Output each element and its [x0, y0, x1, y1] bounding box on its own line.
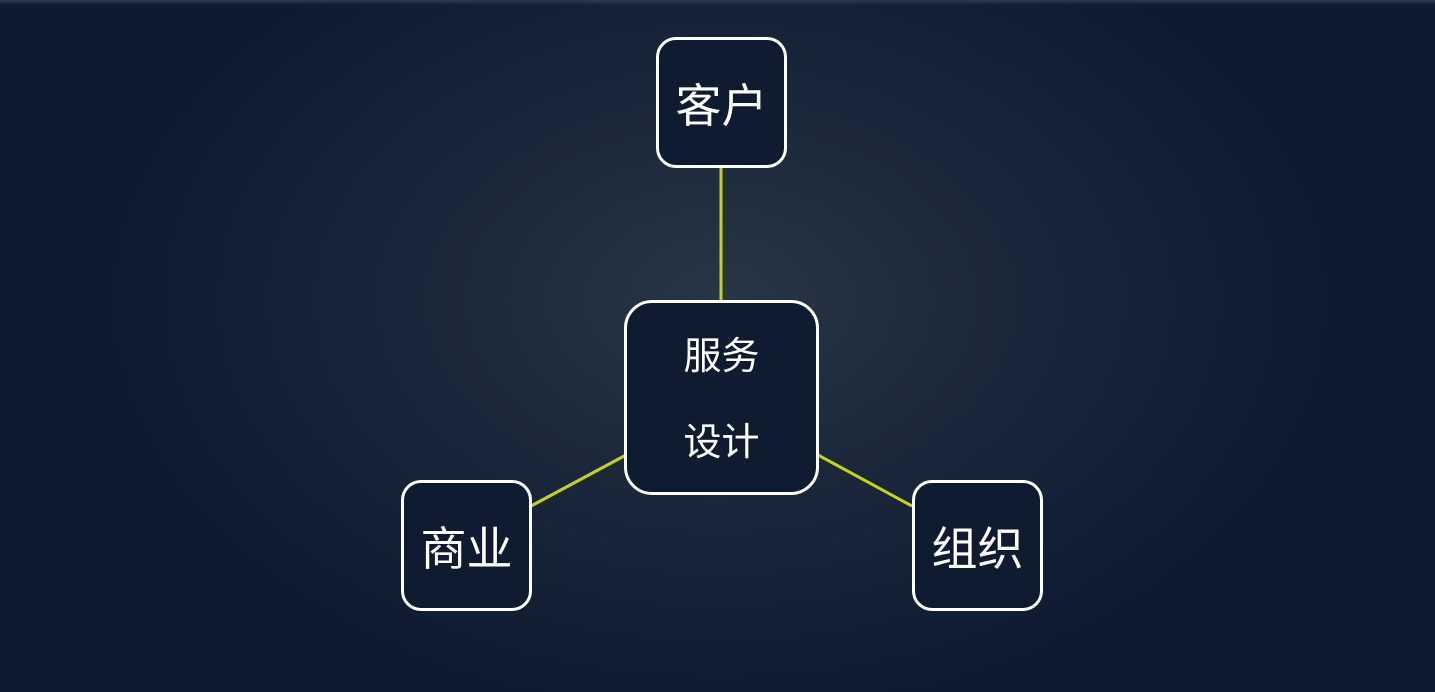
top-strip — [0, 0, 1435, 5]
node-customer: 客户 — [656, 37, 787, 168]
node-organization: 组织 — [912, 480, 1043, 611]
node-service-design: 服务 设计 — [624, 300, 819, 495]
connector-left — [530, 453, 627, 508]
node-organization-label: 组织 — [931, 521, 1024, 576]
node-business: 商业 — [401, 480, 532, 611]
node-customer-label: 客户 — [675, 78, 768, 133]
node-service-design-line2: 设计 — [683, 419, 760, 464]
node-business-label: 商业 — [420, 521, 513, 576]
connector-right — [817, 453, 913, 508]
node-service-design-line1: 服务 — [683, 333, 760, 378]
